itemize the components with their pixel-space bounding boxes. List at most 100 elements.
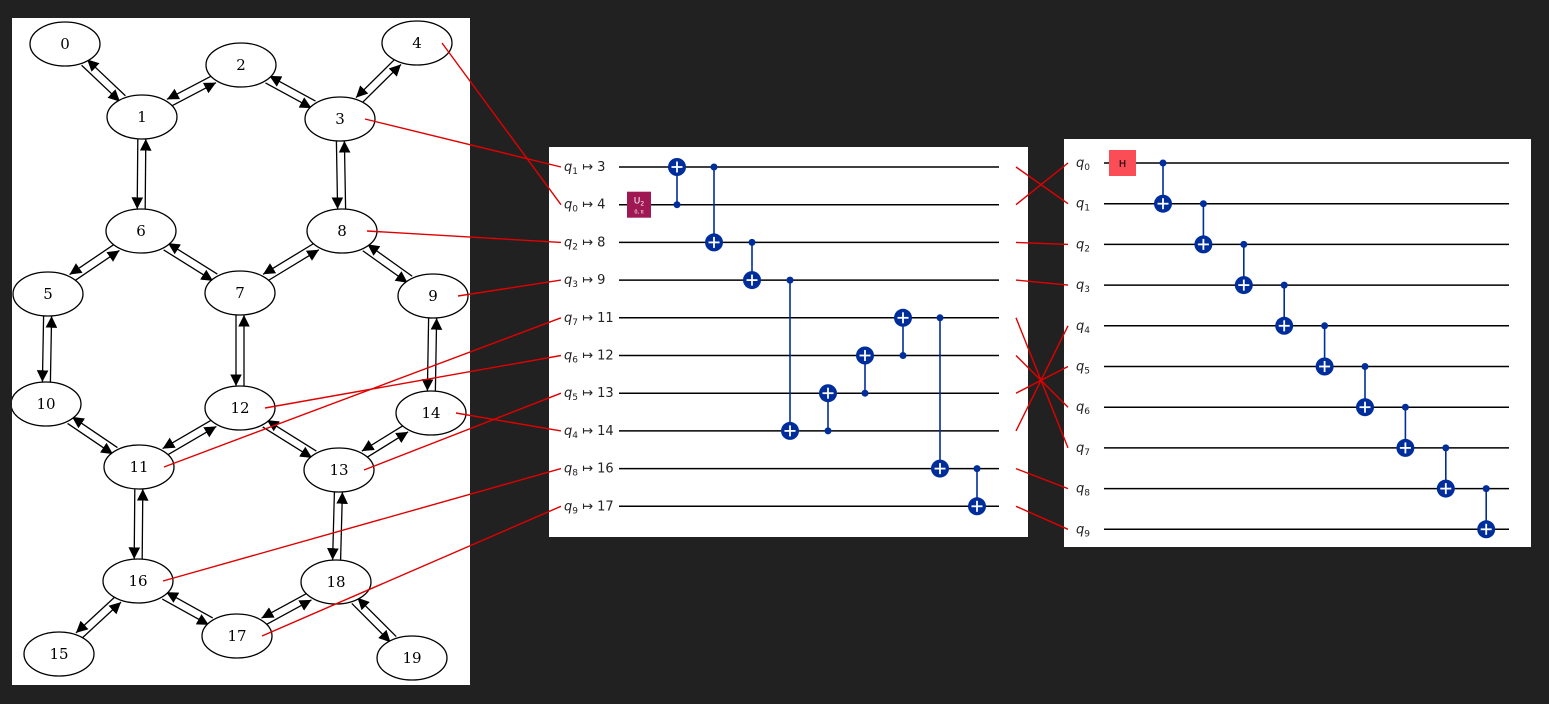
mapped-cnot-control-7	[936, 314, 944, 322]
edge-2-1	[166, 74, 213, 100]
edge-6-1	[139, 139, 152, 210]
h-gate-label: H	[1119, 159, 1127, 170]
node-label-3: 3	[335, 110, 345, 128]
node-label-5: 5	[43, 285, 53, 303]
mapped-cnot-control-3	[786, 276, 794, 284]
logical-wire-label-6: q6	[1076, 400, 1090, 417]
node-label-17: 17	[227, 627, 246, 645]
node-label-19: 19	[402, 649, 421, 667]
edge-8-7	[262, 242, 316, 275]
logical-wire-label-4: q4	[1076, 319, 1090, 336]
edge-8-3	[338, 140, 351, 209]
mapped-wire-label-9: q9 ↦ 17	[564, 499, 614, 516]
logical-wire-label-8: q8	[1076, 482, 1090, 499]
logical-wire-label-2: q2	[1076, 237, 1090, 254]
logical-cnot-control-2	[1240, 240, 1248, 248]
mapped-cnot-control-0	[673, 201, 681, 209]
mapped-wire-label-5: q6 ↦ 12	[564, 349, 614, 366]
edge-13-18	[327, 491, 339, 560]
mapped-cnot-control-8	[973, 465, 981, 473]
link-node-14-to-wire	[455, 412, 562, 432]
node-label-7: 7	[235, 284, 245, 302]
edge-5-6	[73, 249, 120, 282]
edge-11-12	[166, 425, 217, 457]
logical-cnot-control-8	[1482, 485, 1490, 493]
edge-5-10	[36, 315, 49, 382]
node-label-15: 15	[49, 645, 68, 663]
logical-cnot-control-1	[1199, 200, 1207, 208]
edge-16-11	[136, 489, 149, 560]
logical-wire-label-1: q1	[1076, 197, 1090, 214]
edge-11-10	[71, 416, 118, 449]
edge-11-16	[128, 488, 141, 559]
node-label-4: 4	[412, 34, 422, 52]
node-label-16: 16	[128, 572, 147, 590]
edge-12-11	[162, 418, 213, 450]
node-label-6: 6	[136, 222, 146, 240]
mapped-wire-label-6: q5 ↦ 13	[564, 386, 614, 403]
edge-2-3	[265, 82, 312, 109]
mapped-wire-label-4: q7 ↦ 11	[564, 311, 614, 328]
edge-1-2	[170, 82, 217, 108]
edge-1-6	[131, 138, 144, 209]
edge-16-17	[161, 598, 210, 626]
edge-3-4	[361, 63, 402, 104]
edge-6-5	[69, 243, 116, 276]
h-gate	[1109, 150, 1136, 176]
node-10	[12, 381, 82, 427]
edge-9-8	[367, 243, 413, 277]
edge-17-16	[165, 591, 214, 619]
node-5	[12, 271, 84, 317]
logical-wire-label-9: q9	[1076, 522, 1090, 539]
logical-wire-label-5: q5	[1076, 360, 1090, 377]
node-7	[204, 270, 276, 316]
u2-gate-label: U2	[634, 197, 645, 208]
edge-18-19	[351, 602, 392, 643]
logical-cnot-control-6	[1401, 403, 1409, 411]
logical-cnot-control-3	[1280, 281, 1288, 289]
node-1	[106, 94, 178, 140]
edge-4-3	[355, 58, 396, 99]
logical-cnot-control-7	[1442, 444, 1450, 452]
link-node-9-to-wire	[457, 279, 562, 297]
edge-14-9	[430, 318, 443, 392]
edge-7-6	[167, 242, 218, 275]
logical-wire-label-3: q3	[1076, 278, 1090, 295]
edge-3-8	[331, 141, 344, 210]
node-label-2: 2	[236, 56, 246, 74]
mapped-wire-label-1: q0 ↦ 4	[564, 198, 605, 215]
u2-gate	[627, 191, 651, 218]
mapped-wire-label-7: q4 ↦ 14	[564, 424, 614, 441]
node-label-10: 10	[36, 395, 55, 413]
mapped-wire-label-0: q1 ↦ 3	[564, 160, 605, 177]
edge-10-11	[67, 422, 114, 455]
logical-cnot-control-0	[1159, 159, 1167, 167]
mapped-cnot-control-4	[824, 427, 832, 435]
mapped-cnot-control-2	[748, 238, 756, 246]
mapped-cnot-control-1	[710, 163, 718, 171]
edge-18-13	[336, 492, 348, 561]
edge-8-9	[362, 250, 408, 284]
mapped-wire-label-2: q2 ↦ 8	[564, 235, 605, 252]
node-label-14: 14	[421, 404, 440, 422]
node-label-13: 13	[329, 461, 348, 479]
edge-13-12	[266, 419, 317, 452]
edge-3-2	[269, 75, 316, 102]
edge-19-18	[356, 597, 397, 638]
node-0	[29, 21, 101, 67]
edge-15-16	[80, 601, 122, 640]
mapped-cnot-control-5	[861, 389, 869, 397]
edge-1-0	[86, 58, 126, 97]
node-label-18: 18	[326, 573, 345, 591]
edge-9-14	[421, 317, 434, 391]
node-2	[205, 42, 277, 88]
logical-cnot-control-5	[1361, 363, 1369, 370]
node-15	[23, 631, 95, 677]
edge-12-13	[262, 426, 313, 459]
node-label-8: 8	[337, 222, 347, 240]
logical-cnot-control-4	[1321, 322, 1329, 330]
